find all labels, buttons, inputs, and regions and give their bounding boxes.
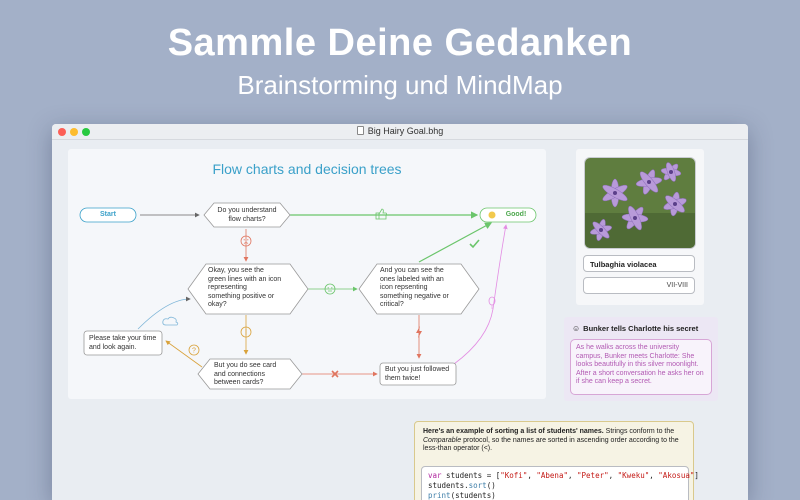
followed-to-good-connector <box>453 224 508 365</box>
zoom-window-button[interactable] <box>82 128 90 136</box>
code-description-italic: Comparable <box>423 436 462 444</box>
code-function: print <box>428 491 451 500</box>
q1-node-shape <box>203 202 291 228</box>
q3-to-good-connector <box>418 222 493 263</box>
q1-line: Do you understand <box>217 207 277 214</box>
window-title-text: Big Hairy Goal.bhg <box>367 126 444 136</box>
start-node-shape <box>79 207 137 223</box>
code-string: "Kofi" <box>500 471 528 480</box>
code-text: () <box>486 481 496 490</box>
app-window: Big Hairy Goal.bhg <box>52 124 748 500</box>
code-text: , <box>567 471 578 480</box>
cross-icon <box>331 370 339 378</box>
q3-node[interactable]: And you can see the ones labeled with an… <box>380 267 464 310</box>
code-description-bold: Here's an example of sorting a list of s… <box>423 428 604 435</box>
code-block[interactable]: var students = ["Kofi", "Abena", "Peter"… <box>421 466 699 500</box>
q3-line: critical? <box>380 301 404 308</box>
code-description-text: protocol, so the names are sorted in asc… <box>423 436 679 453</box>
code-string: "Akosua" <box>658 471 695 480</box>
q3-node-shape <box>358 263 480 315</box>
q4-line: and connections <box>214 370 265 378</box>
question-icon: ? <box>188 344 200 356</box>
good-node[interactable]: Good! <box>505 211 527 218</box>
q4-line: between cards? <box>214 379 264 386</box>
thumbs-up-icon <box>375 208 387 220</box>
code-function: sort <box>468 481 487 490</box>
code-description-text: Strings conform to the <box>603 428 675 435</box>
window-titlebar[interactable]: Big Hairy Goal.bhg <box>52 124 748 140</box>
balloon-icon <box>488 296 496 309</box>
story-title: ☺Bunker tells Charlotte his secret <box>572 324 698 333</box>
svg-text:?: ? <box>192 348 196 355</box>
q1-line: flow charts? <box>228 215 266 223</box>
story-card[interactable]: ☺Bunker tells Charlotte his secret As he… <box>564 317 718 401</box>
q2-line: something positive or <box>208 292 275 300</box>
lightning-icon <box>416 326 422 338</box>
check-icon <box>469 239 480 249</box>
flowchart-title: Flow charts and decision trees <box>212 161 402 177</box>
q4-line: But you do see card <box>214 362 277 369</box>
q2-line: representing <box>208 284 247 291</box>
q4-node[interactable]: But you do see card and connections betw… <box>214 362 294 388</box>
code-text: ] <box>694 471 699 480</box>
neutral-circle-icon <box>240 326 252 338</box>
good-node-shape <box>479 207 537 223</box>
code-string: "Kweku" <box>617 471 650 480</box>
try-node-shape <box>83 330 163 356</box>
plant-photo <box>584 157 696 249</box>
code-string: "Peter" <box>577 471 609 480</box>
try-again-node[interactable]: Please take your time and look again. <box>89 335 161 352</box>
hero-title: Sammle Deine Gedanken <box>167 22 633 64</box>
q3-line: something negative or <box>380 292 449 300</box>
q3-line: And you can see the <box>380 267 444 274</box>
person-icon: ☺ <box>572 324 581 333</box>
try-line: Please take your time <box>89 335 157 342</box>
try-line: and look again. <box>89 343 137 351</box>
start-node[interactable]: Start <box>100 211 116 218</box>
flowchart-diagram: ? <box>79 202 537 390</box>
hero-subtitle: Brainstorming und MindMap <box>237 70 563 100</box>
code-card[interactable]: Here's an example of sorting a list of s… <box>414 421 699 500</box>
try-to-q2-connector <box>137 296 191 330</box>
code-text: students. <box>428 481 469 490</box>
code-text: (students) <box>450 491 496 500</box>
followed-node-shape <box>379 362 457 386</box>
q1-node[interactable]: Do you understand flow charts? <box>208 207 286 224</box>
q2-line: Okay, you see the <box>208 267 264 274</box>
q4-to-try-connector <box>165 340 203 368</box>
neutral-face-icon <box>324 283 336 295</box>
flower-image <box>585 158 695 248</box>
code-text: , <box>527 471 537 480</box>
code-description: Here's an example of sorting a list of s… <box>423 428 687 454</box>
q2-line: okay? <box>208 301 227 308</box>
minimize-window-button[interactable] <box>70 128 78 136</box>
code-keyword: var <box>428 471 442 480</box>
smile-icon <box>488 211 496 219</box>
code-text: students = [ <box>441 471 501 480</box>
plant-name-label[interactable]: Tulbaghia violacea <box>583 255 695 272</box>
q2-node-shape <box>187 263 309 315</box>
window-title: Big Hairy Goal.bhg <box>52 126 748 136</box>
cloud-icon <box>162 316 179 326</box>
q2-line: green lines with an icon <box>208 275 282 283</box>
q2-node[interactable]: Okay, you see the green lines with an ic… <box>208 267 292 310</box>
code-text: , <box>608 471 618 480</box>
document-icon <box>356 126 364 135</box>
code-string: "Abena" <box>536 471 568 480</box>
close-window-button[interactable] <box>58 128 66 136</box>
sad-face-icon <box>240 235 252 247</box>
story-body[interactable]: As he walks across the university campus… <box>570 339 712 395</box>
q3-line: icon repsenting <box>380 284 428 291</box>
code-text: , <box>649 471 659 480</box>
followed-node[interactable]: But you just followed them twice! <box>385 366 457 383</box>
q4-node-shape <box>197 358 303 390</box>
followed-line: them twice! <box>385 374 421 382</box>
story-title-text: Bunker tells Charlotte his secret <box>583 324 699 333</box>
plant-value-field[interactable]: VII-VIII <box>583 277 695 294</box>
flowchart-card[interactable]: ? Flow charts and decision trees Start D… <box>68 149 546 399</box>
q3-line: ones labeled with an <box>380 275 444 283</box>
plant-card[interactable]: Tulbaghia violacea VII-VIII <box>576 149 704 305</box>
mindmap-canvas[interactable]: ? Flow charts and decision trees Start D… <box>52 141 748 500</box>
followed-line: But you just followed <box>385 366 450 373</box>
